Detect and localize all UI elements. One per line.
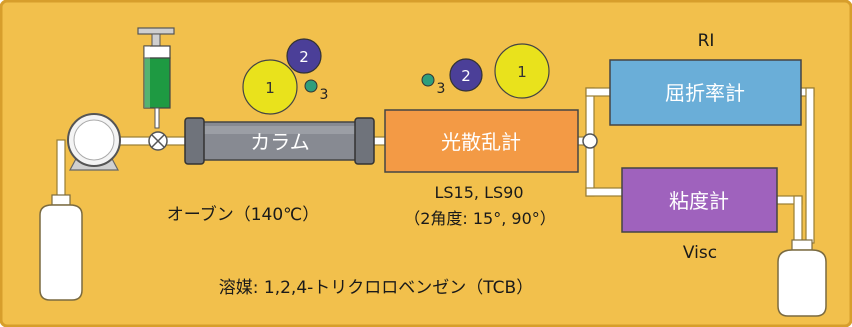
viscometer-label: 粘度計 — [669, 189, 729, 213]
ri-detector-label: 屈折率計 — [665, 81, 745, 105]
pump-icon — [67, 113, 121, 171]
particle-small — [304, 79, 318, 93]
solvent-label: 溶媒: 1,2,4-トリクロロベンゼン（TCB） — [219, 278, 533, 298]
particles-left: 1 2 3 — [242, 38, 329, 115]
particle-large — [494, 43, 550, 99]
viscometer-box — [621, 167, 778, 233]
light-scattering-box — [384, 109, 579, 173]
column — [184, 117, 375, 165]
light-scattering-label: 光散乱計 — [441, 130, 521, 154]
particle-medium — [286, 38, 322, 74]
flow-splitter — [582, 133, 598, 149]
particle-medium-label: 2 — [299, 48, 309, 66]
visc-short-label: Visc — [683, 243, 717, 263]
particle-small-label: 3 — [320, 87, 329, 103]
ri-detector-box — [609, 59, 802, 126]
ri-short-label: RI — [698, 31, 715, 51]
particle-small — [421, 73, 435, 87]
syringe-icon — [137, 27, 175, 129]
particle-large — [242, 59, 298, 115]
ls-angles-label: （2角度: 15°, 90°） — [404, 209, 556, 228]
particle-medium — [449, 58, 483, 92]
ls-models-label: LS15, LS90 — [434, 183, 523, 202]
waste-bottle-icon — [777, 239, 827, 317]
particle-medium-label: 2 — [461, 67, 471, 85]
particle-large-label: 1 — [517, 63, 527, 81]
particle-large-label: 1 — [265, 79, 275, 97]
particles-right: 3 2 1 — [421, 43, 550, 99]
solvent-bottle-icon — [39, 194, 83, 301]
particle-small-label: 3 — [437, 81, 446, 97]
column-label: カラム — [250, 130, 309, 154]
oven-label: オーブン（140℃） — [167, 204, 320, 225]
injection-valve-icon — [148, 131, 168, 151]
